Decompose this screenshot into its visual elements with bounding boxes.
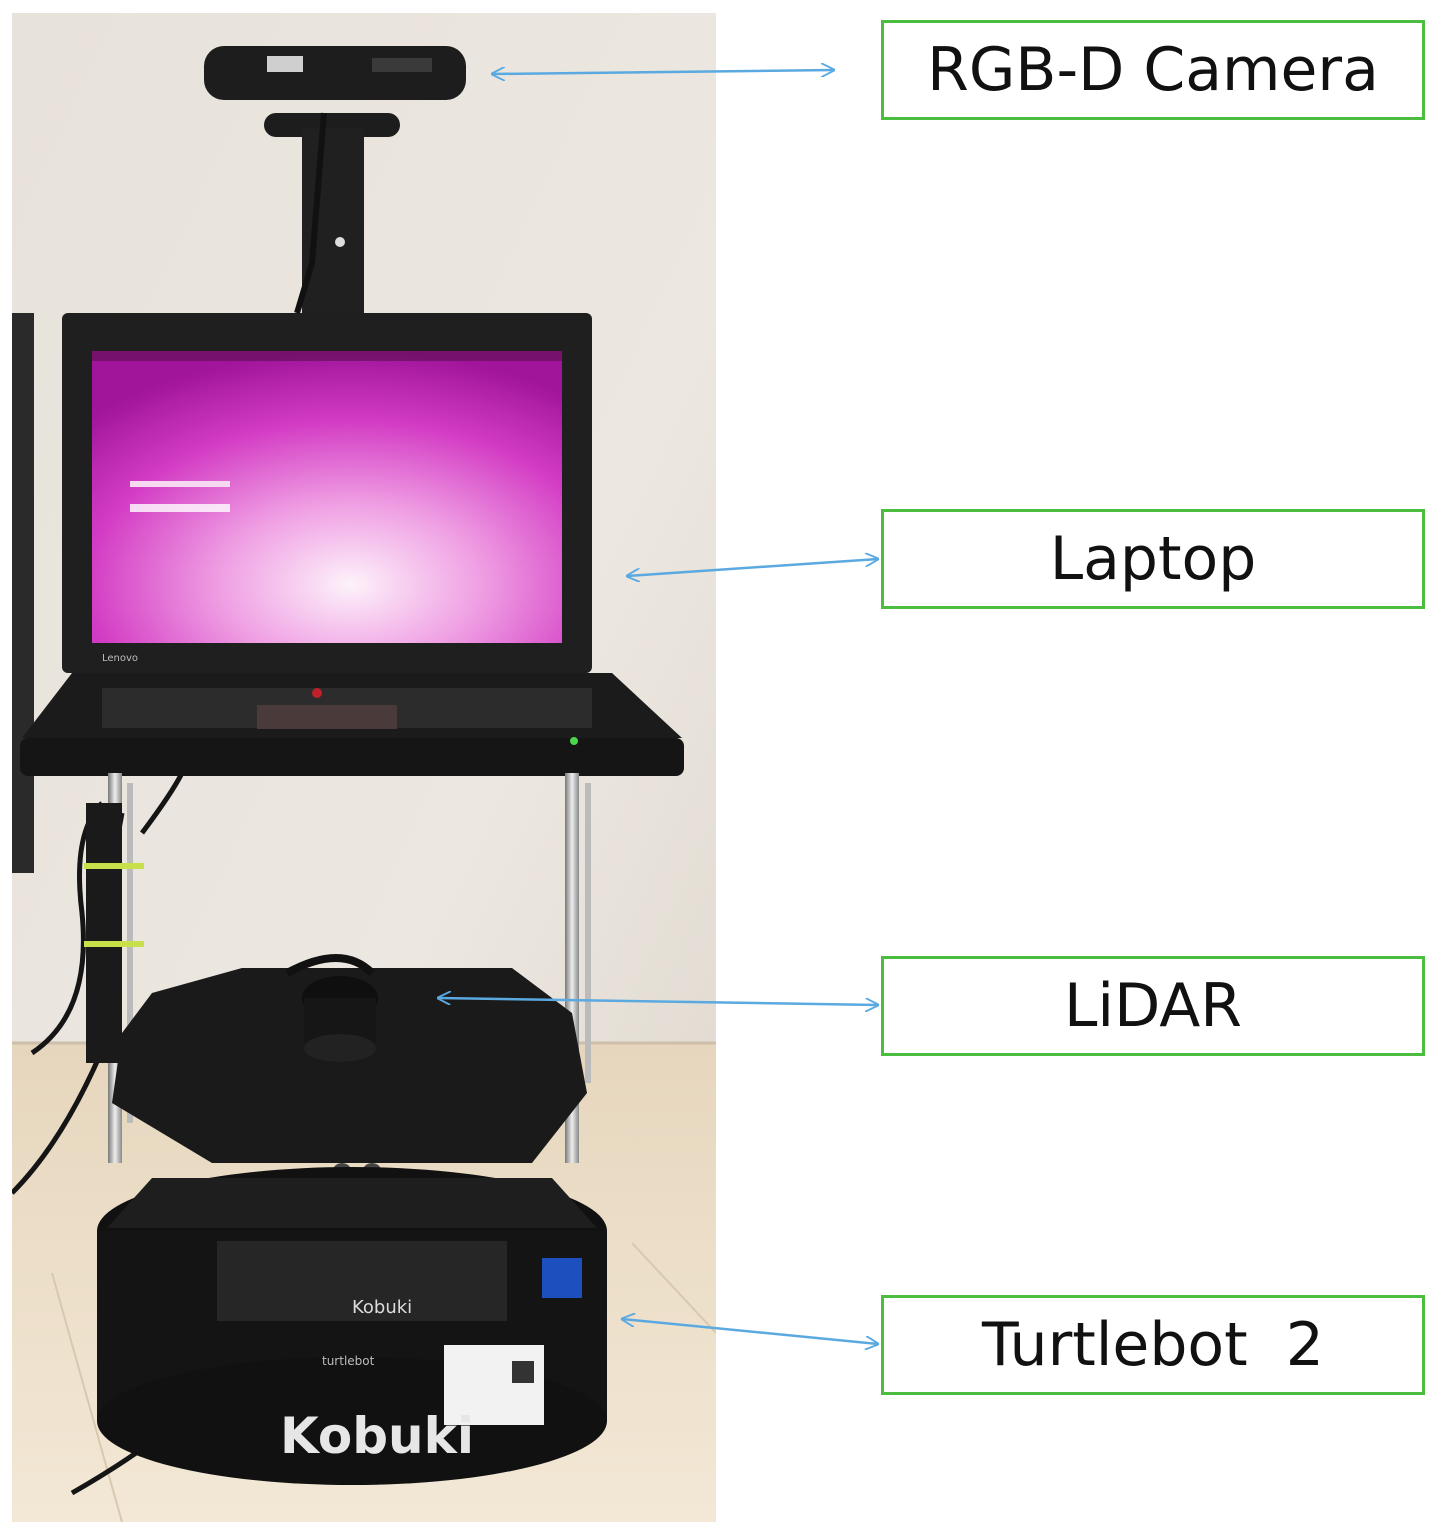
label-lidar: LiDAR <box>1064 971 1242 1041</box>
base-tag: turtlebot <box>322 1354 375 1368</box>
laptop-brand: Lenovo <box>102 653 138 664</box>
label-camera: RGB-D Camera <box>927 35 1379 105</box>
base-brand: Kobuki <box>280 1407 474 1465</box>
label-box-lidar: LiDAR <box>881 956 1425 1056</box>
panel-brand: Kobuki <box>352 1297 412 1318</box>
label-turtlebot: Turtlebot 2 <box>982 1310 1324 1380</box>
label-box-laptop: Laptop <box>881 509 1425 609</box>
kobuki-base: Kobuki turtlebot Kobuki <box>97 1167 607 1485</box>
label-laptop: Laptop <box>1049 524 1257 594</box>
label-box-camera: RGB-D Camera <box>881 20 1425 120</box>
robot-photo: Lenovo Kobuk <box>12 13 716 1522</box>
label-box-turtlebot: Turtlebot 2 <box>881 1295 1425 1395</box>
laptop: Lenovo <box>20 313 684 776</box>
door-frame <box>12 313 34 873</box>
power-adapter <box>86 803 122 1063</box>
rgbd-camera <box>204 46 466 324</box>
